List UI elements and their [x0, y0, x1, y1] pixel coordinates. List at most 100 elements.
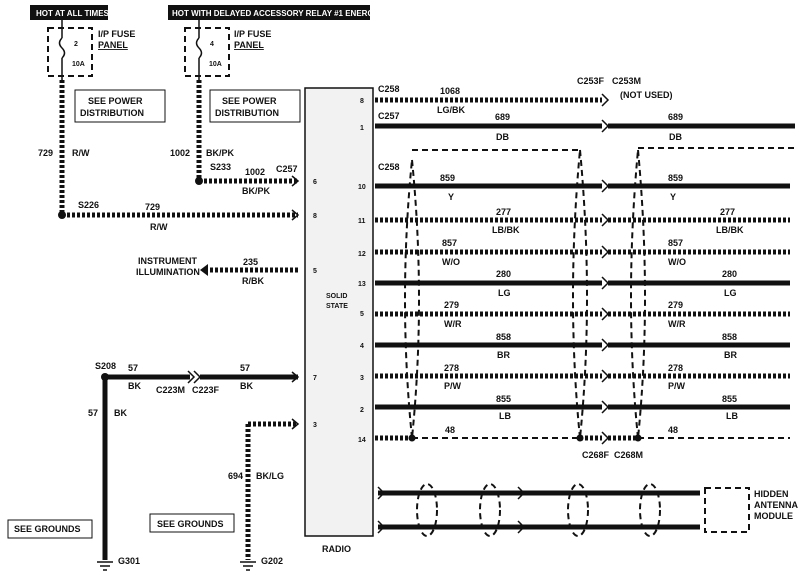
radio-left-pin: 3: [313, 422, 317, 429]
wire-279-right-color: W/R: [668, 319, 686, 329]
wire-235-number: 235: [243, 257, 258, 267]
wire-279-left-number: 279: [444, 300, 459, 310]
fuse-2-number: 4: [210, 41, 214, 48]
fuse-2-rating: 10A: [209, 61, 222, 68]
not-used-label: (NOT USED): [620, 90, 673, 100]
instrument-illumination-line1: INSTRUMENT: [138, 256, 197, 266]
shield-center-left: [572, 149, 588, 439]
wire-859-right-color: Y: [670, 192, 676, 202]
wire-280-right-color: LG: [724, 288, 737, 298]
wire-859-left-color: Y: [448, 192, 454, 202]
wire-855-right-color: LB: [726, 411, 738, 421]
hidden-antenna-module-box: [704, 487, 750, 533]
wire-1068-color: LG/BK: [437, 105, 465, 115]
wire-278-left-number: 278: [444, 363, 459, 373]
wire-279-right-number: 279: [668, 300, 683, 310]
see-power-distribution-1-line2: DISTRIBUTION: [80, 108, 144, 118]
radio-right-pin: 8: [360, 98, 364, 105]
radio-left-pin: 8: [313, 213, 317, 220]
wire-1002-horizontal-color: BK/PK: [242, 186, 271, 196]
header-hot-at-all-times-box: [30, 5, 108, 20]
radio-right-pin: 3: [360, 375, 364, 382]
see-power-distribution-2-line2: DISTRIBUTION: [215, 108, 279, 118]
see-grounds-box-1: [7, 519, 93, 539]
radio-left-pin: 7: [313, 375, 317, 382]
connector-c268m: C268M: [614, 450, 643, 460]
ground-g202-label: G202: [261, 556, 283, 566]
wire-857-right-number: 857: [668, 238, 683, 248]
wire-689-left-color: DB: [496, 132, 509, 142]
radio-left-pin: 6: [313, 179, 317, 186]
wire-235-color: R/BK: [242, 276, 264, 286]
header-delayed-accessory-box: [168, 5, 370, 20]
hidden-antenna-module-line2: ANTENNA: [754, 500, 798, 510]
wire-689-right-color: DB: [669, 132, 682, 142]
connector-c223f: C223F: [192, 385, 220, 395]
wire-1002-horizontal-number: 1002: [245, 167, 265, 177]
hidden-antenna-module-line3: MODULE: [754, 511, 793, 521]
wire-48-drain: [375, 431, 790, 445]
fuse-2-label-line2: PANEL: [234, 40, 264, 50]
wire-57a-color: BK: [128, 381, 141, 391]
wire-48-right-number: 48: [668, 425, 678, 435]
solid-state-line1: SOLID: [326, 293, 347, 300]
radio-right-pin: 2: [360, 407, 364, 414]
connector-c258-mid: C258: [378, 162, 400, 172]
connector-c258-top: C258: [378, 84, 400, 94]
connector-c253f: C253F: [577, 76, 605, 86]
radio-right-pin: 13: [358, 281, 366, 288]
connector-c223m: C223M: [156, 385, 185, 395]
wire-1002-vertical-number: 1002: [170, 148, 190, 158]
connector-arrow-57: [291, 371, 300, 383]
ground-icon-g301: [97, 561, 113, 571]
wire-280-left-number: 280: [496, 269, 511, 279]
ground-icon-g202: [240, 561, 256, 571]
wire-280-left-color: LG: [498, 288, 511, 298]
fuse-icon-1: [58, 37, 66, 59]
wire-278-right-number: 278: [668, 363, 683, 373]
wire-859: [375, 179, 790, 193]
see-power-distribution-box-2: [209, 89, 301, 123]
connector-arrow-1002: [291, 175, 300, 187]
connector-689-symbol: [601, 119, 610, 133]
splice-s226-label: S226: [78, 200, 99, 210]
wire-57-vertical-number: 57: [88, 408, 98, 418]
hidden-antenna-module-line1: HIDDEN: [754, 489, 789, 499]
wire-855: [375, 400, 790, 414]
wire-729-vertical-color: R/W: [72, 148, 90, 158]
fuse-1-number: 2: [74, 41, 78, 48]
wire-689-left-number: 689: [495, 112, 510, 122]
wire-279-left-color: W/R: [444, 319, 462, 329]
fuse-2-label-line1: I/P FUSE: [234, 29, 271, 39]
wire-857-right-color: W/O: [668, 257, 686, 267]
instrument-illumination-line2: ILLUMINATION: [136, 267, 200, 277]
wire-279: [375, 307, 790, 321]
header-hot-at-all-times: HOT AT ALL TIMES: [36, 9, 110, 18]
wire-694-number: 694: [228, 471, 243, 481]
wire-1068-number: 1068: [440, 86, 460, 96]
wire-855-right-number: 855: [722, 394, 737, 404]
wire-855-left-number: 855: [496, 394, 511, 404]
fuse-1-label-line2: PANEL: [98, 40, 128, 50]
wire-280-right-number: 280: [722, 269, 737, 279]
connector-c268f: C268F: [582, 450, 610, 460]
radio-left-pin: 5: [313, 268, 317, 275]
fuse-1-label-line1: I/P FUSE: [98, 29, 135, 39]
ground-g301-label: G301: [118, 556, 140, 566]
wire-278-right-color: P/W: [668, 381, 686, 391]
radio-label: RADIO: [322, 544, 351, 554]
radio-right-pin: 4: [360, 343, 364, 350]
connector-c253m: C253M: [612, 76, 641, 86]
wire-57b-color: BK: [240, 381, 253, 391]
shield-left: [404, 159, 420, 439]
radio-right-pin: 10: [358, 184, 366, 191]
solid-state-line2: STATE: [326, 303, 348, 310]
header-delayed-accessory: HOT WITH DELAYED ACCESSORY RELAY #1 ENER…: [172, 9, 392, 18]
connector-arrow-694: [291, 418, 300, 430]
fuse-box-1: [47, 27, 93, 77]
connector-arrow-729: [291, 209, 300, 221]
shield-center-right: [630, 149, 646, 439]
see-power-distribution-box-1: [74, 89, 166, 123]
wire-857-left-number: 857: [442, 238, 457, 248]
